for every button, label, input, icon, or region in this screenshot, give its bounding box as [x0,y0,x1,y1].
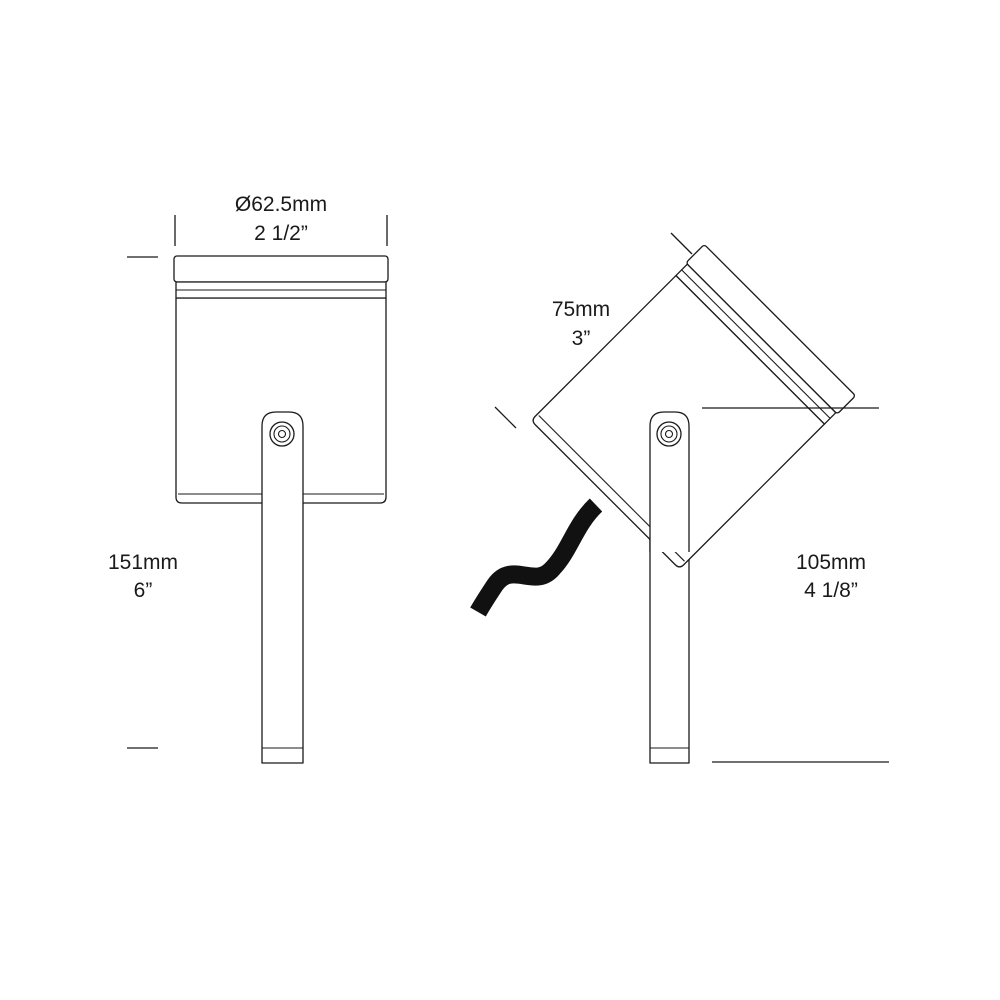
front-stem [261,411,304,764]
front-lens-cap [173,255,389,283]
aimed-height-metric-label: 105mm [796,551,866,574]
tilted-view [470,245,855,764]
head-length-metric-label: 75mm [552,298,610,321]
front-view [173,255,389,764]
front-pivot-bolt-ring [273,425,291,443]
head-length-tick-top [670,232,693,255]
tilted-pivot-bolt-center [664,429,674,439]
head-length-imperial-label: 3” [572,327,591,350]
tilted-stem-front [649,411,690,552]
head-length-tick-bottom [494,406,517,429]
front-dimension-lines [127,215,388,749]
power-cable [470,498,603,617]
diameter-imperial-label: 2 1/2” [254,222,308,245]
diameter-metric-label: Ø62.5mm [235,193,327,216]
front-pivot-bolt-center [277,429,287,439]
total-height-imperial-label: 6” [134,579,153,602]
tilted-pivot-bolt-ring [660,425,678,443]
total-height-metric-label: 151mm [108,551,178,574]
tilted-dimension-lines [494,232,889,763]
tilted-head [532,245,855,568]
tilted-ring-groove [681,269,831,419]
aimed-height-imperial-label: 4 1/8” [804,579,858,602]
front-body [175,297,387,504]
